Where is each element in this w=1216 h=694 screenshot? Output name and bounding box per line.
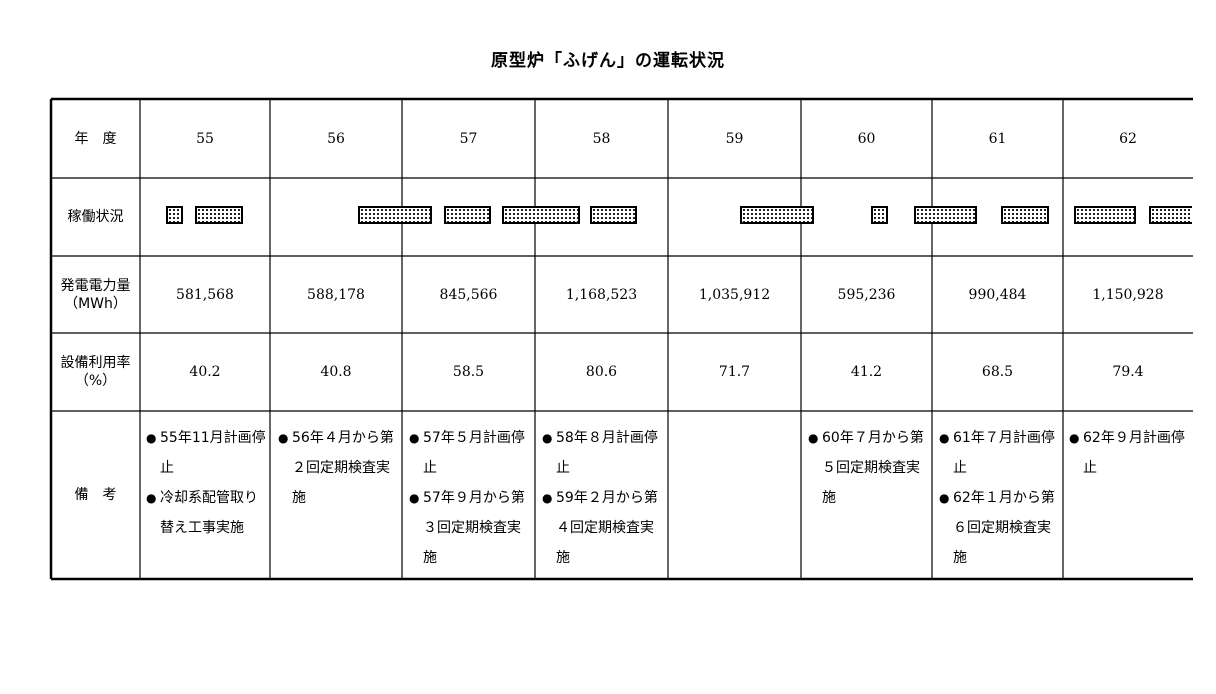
header-power: 発電電力量 （MWh） — [60, 277, 131, 312]
year-cell: 57 — [459, 130, 478, 147]
utilization-cell: 80.6 — [585, 364, 618, 380]
bullet-icon: ● — [542, 491, 553, 505]
bullet-icon: ● — [542, 431, 553, 445]
remark-item: ●59年２月から第４回定期検査実施 — [542, 483, 662, 573]
remark-item: ●58年８月計画停止 — [542, 423, 662, 483]
year-cell: 58 — [592, 130, 611, 147]
year-cell: 56 — [327, 130, 345, 147]
power-cell: 1,150,928 — [1092, 286, 1164, 303]
remark-item: ●57年９月から第３回定期検査実施 — [409, 483, 529, 573]
bullet-icon: ● — [409, 491, 420, 505]
power-cell: 990,484 — [968, 286, 1027, 303]
header-utilization: 設備利用率 （%） — [60, 355, 131, 389]
bullet-icon: ● — [808, 431, 819, 445]
operation-bar — [740, 206, 814, 224]
bullet-icon: ● — [939, 491, 950, 505]
bullet-icon: ● — [146, 431, 157, 445]
page-title: 原型炉「ふげん」の運転状況 — [491, 51, 725, 71]
power-cell: 1,035,912 — [698, 286, 771, 303]
remark-item: ●62年９月計画停止 — [1069, 423, 1189, 483]
operation-bar — [195, 206, 243, 224]
remarks-cell: ●56年４月から第２回定期検査実施 — [278, 423, 398, 513]
operation-bar — [1001, 206, 1049, 224]
operation-bar — [444, 206, 491, 224]
year-cell: 62 — [1119, 130, 1137, 147]
year-cell: 60 — [857, 130, 876, 147]
utilization-cell: 41.2 — [850, 364, 883, 380]
utilization-cell: 40.8 — [320, 364, 352, 380]
remark-item: ●55年11月計画停止 — [146, 423, 266, 483]
remarks-cell: ●62年９月計画停止 — [1069, 423, 1189, 483]
operation-bar — [502, 206, 580, 224]
remarks-cell: ●57年５月計画停止 ●57年９月から第３回定期検査実施 — [409, 423, 529, 573]
bullet-icon: ● — [409, 431, 420, 445]
header-year: 年度 — [74, 130, 131, 147]
power-cell: 595,236 — [837, 286, 896, 303]
power-cell: 581,568 — [176, 286, 234, 303]
year-cell: 59 — [725, 130, 744, 147]
utilization-cell: 71.7 — [718, 364, 751, 380]
year-cell: 55 — [196, 130, 214, 147]
power-cell: 588,178 — [307, 286, 365, 303]
header-remarks: 備考 — [74, 487, 131, 503]
operation-bar — [914, 206, 977, 224]
remark-item: ●62年１月から第６回定期検査実施 — [939, 483, 1059, 573]
operation-bar — [358, 206, 432, 224]
remarks-cell: ●60年７月から第５回定期検査実施 — [808, 423, 928, 513]
remark-item: ●61年７月計画停止 — [939, 423, 1059, 483]
bullet-icon: ● — [278, 431, 289, 445]
utilization-cell: 79.4 — [1112, 364, 1144, 380]
utilization-cell: 68.5 — [981, 364, 1014, 380]
utilization-cell: 40.2 — [189, 364, 221, 380]
remarks-cell: ●58年８月計画停止 ●59年２月から第４回定期検査実施 — [542, 423, 662, 573]
operation-bar — [590, 206, 637, 224]
bullet-icon: ● — [146, 491, 157, 505]
utilization-cell: 58.5 — [452, 364, 485, 380]
header-operation: 稼働状況 — [67, 209, 124, 225]
remarks-cell: ●55年11月計画停止 ●冷却系配管取り替え工事実施 — [146, 423, 266, 543]
remarks-cell: ●61年７月計画停止 ●62年１月から第６回定期検査実施 — [939, 423, 1059, 573]
operation-bar — [871, 206, 888, 224]
operation-bar — [1074, 206, 1136, 224]
operation-bar — [1149, 206, 1192, 224]
bullet-icon: ● — [1069, 431, 1080, 445]
remark-item: ●57年５月計画停止 — [409, 423, 529, 483]
remark-item: ●56年４月から第２回定期検査実施 — [278, 423, 398, 513]
operation-bar — [166, 206, 183, 224]
remark-item: ●冷却系配管取り替え工事実施 — [146, 483, 266, 543]
power-cell: 845,566 — [439, 286, 498, 303]
year-cell: 61 — [988, 130, 1007, 147]
bullet-icon: ● — [939, 431, 950, 445]
power-cell: 1,168,523 — [565, 286, 638, 303]
remark-item: ●60年７月から第５回定期検査実施 — [808, 423, 928, 513]
